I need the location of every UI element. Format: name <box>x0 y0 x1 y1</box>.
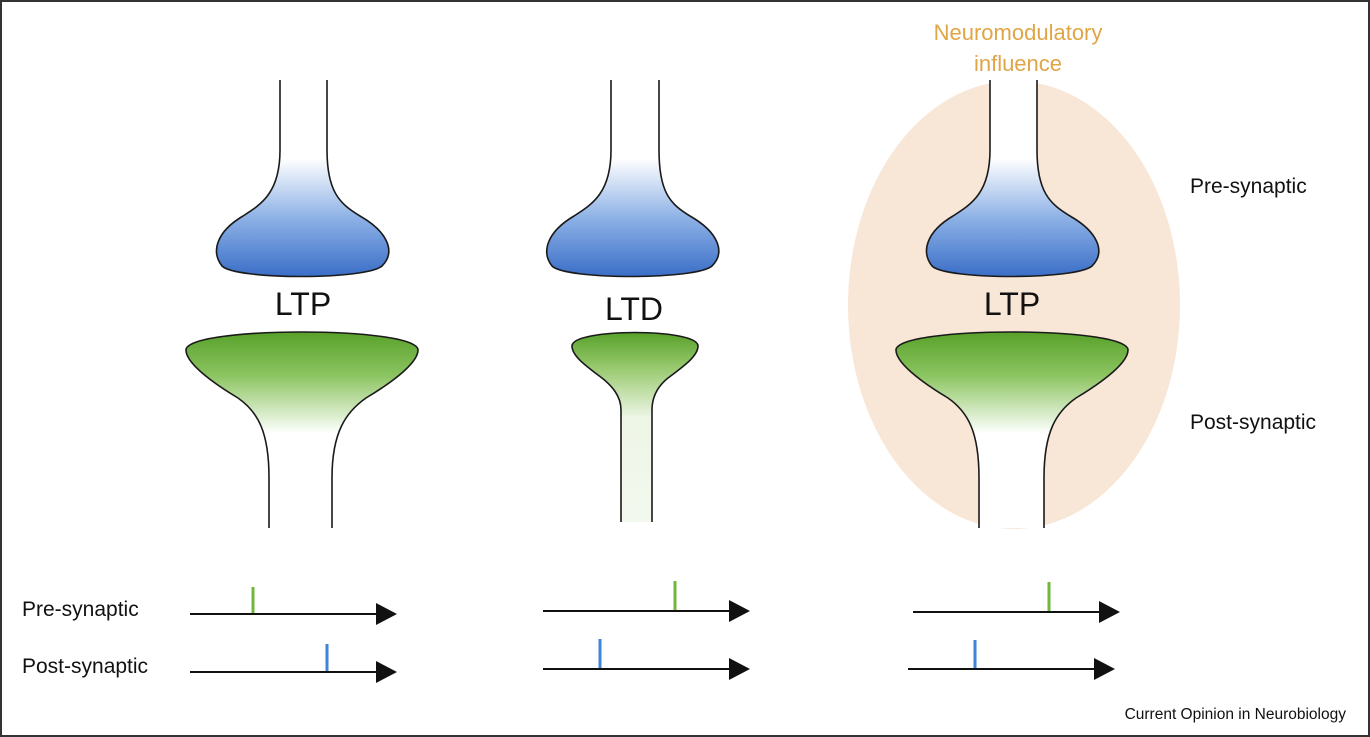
side-label-post-synaptic: Post-synaptic <box>1190 411 1316 434</box>
presynaptic-terminal <box>215 80 390 278</box>
presynaptic-terminal <box>546 80 720 278</box>
pre-timeline-arrowhead <box>1099 601 1120 623</box>
post-timeline-arrowhead <box>729 658 750 680</box>
plasticity-label: LTP <box>275 286 331 322</box>
timeline-label-post-synaptic: Post-synaptic <box>22 655 148 678</box>
spike-timeline-panel-3 <box>908 582 1120 680</box>
post-timeline-arrowhead <box>1094 658 1115 680</box>
synapse-panel-2: LTD <box>546 80 720 522</box>
pre-timeline-arrowhead <box>376 603 397 625</box>
timeline-label-pre-synaptic: Pre-synaptic <box>22 598 139 621</box>
plasticity-label: LTP <box>984 286 1040 322</box>
postsynaptic-terminal <box>895 331 1129 528</box>
postsynaptic-terminal <box>571 331 699 522</box>
presynaptic-terminal <box>925 80 1100 278</box>
spike-timeline-panel-2 <box>543 581 750 680</box>
synapse-panel-1: LTP <box>185 80 419 528</box>
neuromodulatory-influence-region <box>848 81 1180 529</box>
synapse-panel-3: Neuromodulatory influence LTP <box>895 20 1129 528</box>
neuromodulatory-label-line-1: Neuromodulatory <box>934 20 1103 45</box>
neuromodulatory-label-line-2: influence <box>974 51 1062 76</box>
pre-timeline-arrowhead <box>729 600 750 622</box>
plasticity-label: LTD <box>605 291 663 327</box>
postsynaptic-terminal <box>185 331 419 528</box>
spike-timeline-panel-1 <box>190 587 397 683</box>
journal-credit: Current Opinion in Neurobiology <box>1125 706 1347 723</box>
side-label-pre-synaptic: Pre-synaptic <box>1190 175 1307 198</box>
post-timeline-arrowhead <box>376 661 397 683</box>
